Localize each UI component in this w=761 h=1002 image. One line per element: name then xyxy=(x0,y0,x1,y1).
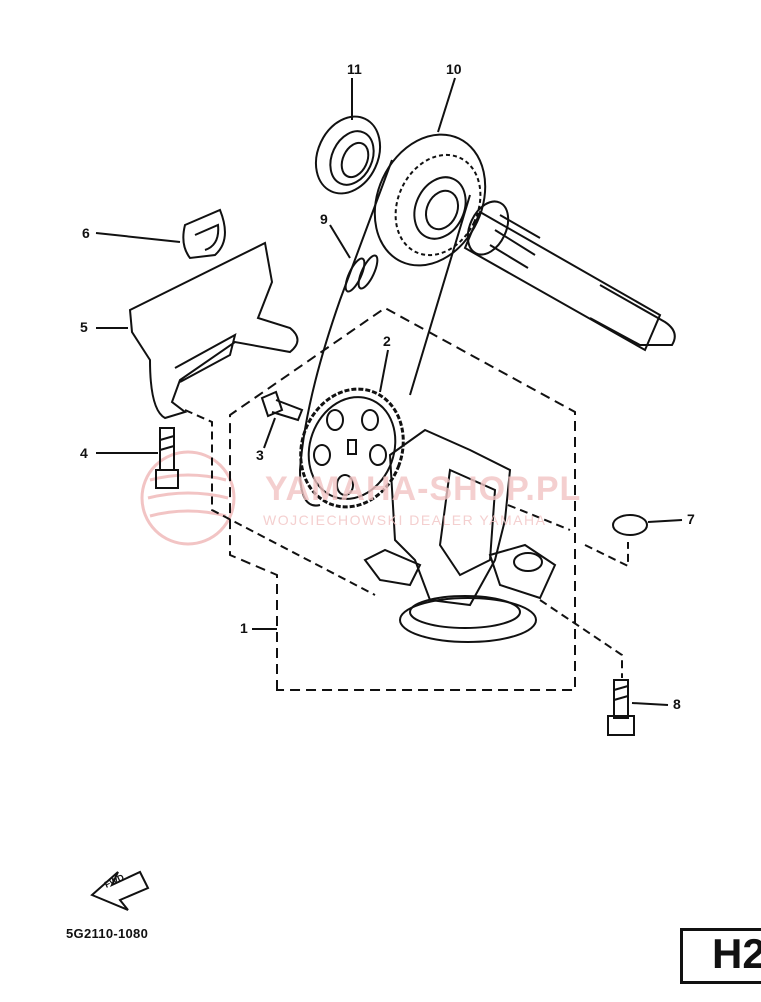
callout-4: 4 xyxy=(80,445,88,461)
assembly-frame-dashed xyxy=(229,306,576,691)
callout-2: 2 xyxy=(383,333,391,349)
o-ring-part-7 xyxy=(612,514,648,536)
drive-chain xyxy=(298,159,471,507)
callout-3: 3 xyxy=(256,447,264,463)
fwd-arrow-icon xyxy=(90,870,150,911)
bolt8-dashed-guide xyxy=(539,599,623,678)
bearing-part-11 xyxy=(314,115,382,195)
leader-8 xyxy=(631,702,669,706)
leader-3 xyxy=(263,417,276,449)
sprocket-part-2 xyxy=(299,387,405,509)
sheet-label: H2 xyxy=(712,930,761,977)
callout-7: 7 xyxy=(687,511,695,527)
crankshaft xyxy=(463,200,676,352)
chain-link-part-9 xyxy=(344,254,379,293)
callout-5: 5 xyxy=(80,319,88,335)
guide-plate-part-5 xyxy=(128,241,299,420)
oil-pump-body xyxy=(363,428,557,643)
clip-part-6 xyxy=(182,208,226,260)
watermark-text: YAMAHA-SHOP.PL xyxy=(265,470,582,508)
bolt4-dashed-guide xyxy=(184,409,376,596)
watermark-subtext: WOJCIECHOWSKI DEALER YAMAHA xyxy=(263,512,547,528)
callout-8: 8 xyxy=(673,696,681,712)
callout-9: 9 xyxy=(320,211,328,227)
watermark-logo xyxy=(140,450,236,546)
bolt-part-8 xyxy=(607,679,635,736)
leader-7 xyxy=(647,519,683,523)
gear-part-10 xyxy=(373,133,487,267)
leader-10 xyxy=(437,77,456,133)
bolt-part-4 xyxy=(155,427,179,489)
oring-dashed-guide xyxy=(507,504,629,568)
callout-1: 1 xyxy=(240,620,248,636)
sheet-box xyxy=(680,928,761,984)
leader-9 xyxy=(329,224,351,259)
callout-10: 10 xyxy=(446,61,462,77)
callout-6: 6 xyxy=(82,225,90,241)
callout-11: 11 xyxy=(347,61,362,77)
leader-6 xyxy=(95,232,181,243)
bolt-part-3 xyxy=(260,390,304,422)
part-code: 5G2110-1080 xyxy=(66,926,149,941)
leader-2 xyxy=(379,349,389,393)
